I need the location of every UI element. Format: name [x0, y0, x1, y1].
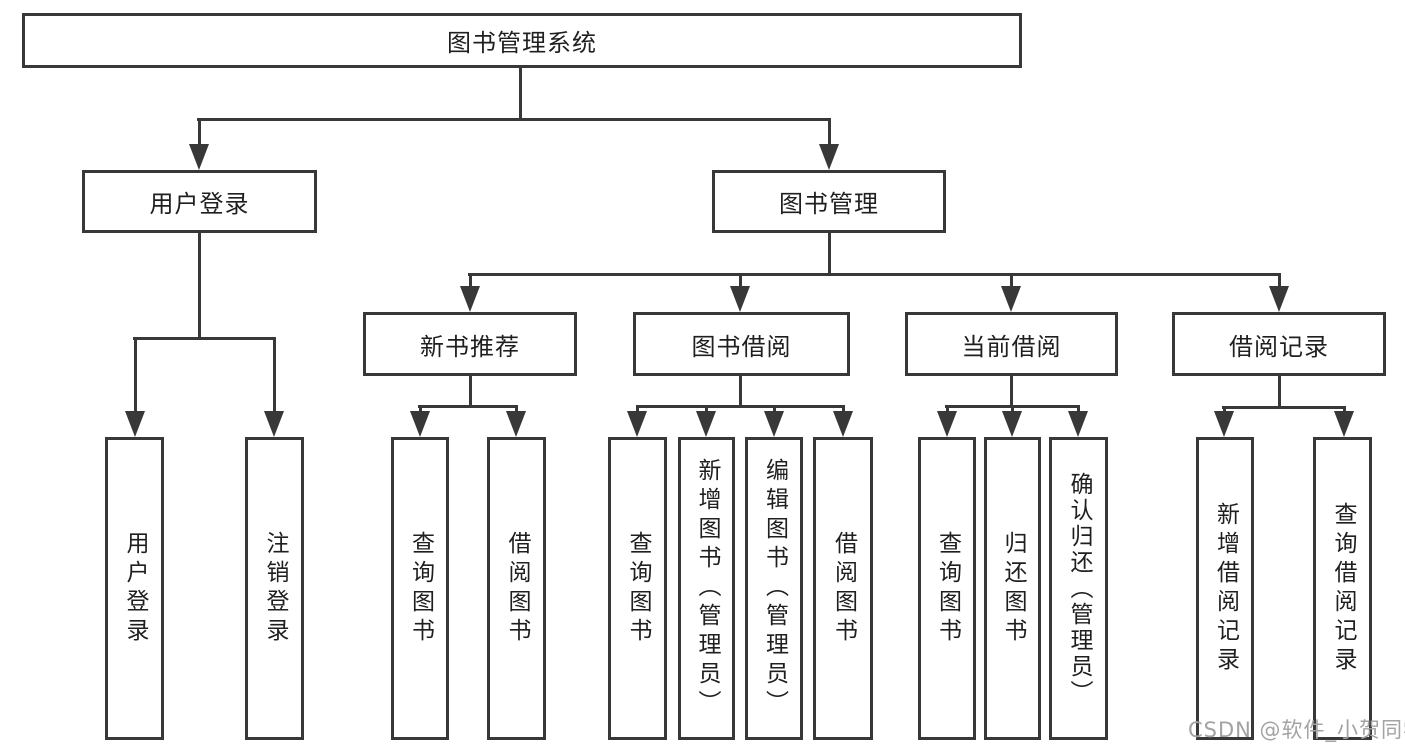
connector-arrow-stem — [946, 405, 949, 413]
connector-arrow-stem — [1077, 405, 1080, 413]
leaf-query-books-current: 查询图书 — [918, 437, 976, 740]
arrow-down-icon — [1269, 286, 1289, 312]
node-book-management: 图书管理 — [712, 170, 946, 233]
node-root-library-system: 图书管理系统 — [22, 13, 1022, 68]
connector-arrow-stem — [828, 118, 831, 146]
connector-hbar — [636, 405, 845, 408]
leaf-add-borrow-record: 新增借阅记录 — [1196, 437, 1254, 740]
leaf-confirm-return-admin: 确认归还（管理员） — [1049, 437, 1108, 740]
connector-arrow-stem — [419, 405, 422, 413]
node-borrowing-records: 借阅记录 — [1172, 312, 1386, 376]
csdn-watermark: CSDN @软件_小贺同学 — [1188, 718, 1405, 742]
connector-arrow-stem — [739, 273, 742, 288]
arrow-down-icon — [627, 411, 647, 437]
connector-arrow-stem — [198, 118, 201, 146]
connector-stem — [1278, 376, 1281, 409]
connector-book-mgmt-stem — [828, 233, 831, 276]
arrow-down-icon — [125, 411, 145, 437]
arrow-down-icon — [1068, 411, 1088, 437]
arrow-down-icon — [833, 411, 853, 437]
node-user-login: 用户登录 — [82, 170, 317, 233]
connector-user-login-hbar — [133, 337, 276, 340]
node-new-book-recommend: 新书推荐 — [363, 312, 577, 376]
connector-stem — [1010, 376, 1013, 408]
connector-arrow-stem — [1278, 273, 1281, 288]
connector-arrow-stem — [705, 405, 708, 413]
leaf-borrow-books-recommend: 借阅图书 — [487, 437, 546, 740]
connector-stem — [739, 376, 742, 408]
arrow-down-icon — [1001, 286, 1021, 312]
leaf-query-books-recommend: 查询图书 — [391, 437, 449, 740]
arrow-down-icon — [937, 411, 957, 437]
connector-root-stem — [519, 68, 522, 121]
arrow-down-icon — [1214, 411, 1234, 437]
arrow-down-icon — [696, 411, 716, 437]
connector-arrow-stem — [273, 337, 276, 413]
leaf-query-borrow-record: 查询借阅记录 — [1313, 437, 1372, 740]
connector-stem — [469, 376, 472, 408]
connector-arrow-stem — [515, 405, 518, 413]
node-book-borrowing: 图书借阅 — [633, 312, 850, 376]
arrow-down-icon — [1002, 411, 1022, 437]
arrow-down-icon — [1334, 411, 1354, 437]
connector-hbar — [1222, 406, 1346, 409]
connector-level2-hbar — [468, 273, 1281, 276]
connector-arrow-stem — [1223, 406, 1226, 413]
arrow-down-icon — [189, 144, 209, 170]
arrow-down-icon — [264, 411, 284, 437]
connector-hbar — [418, 405, 518, 408]
connector-arrow-stem — [1011, 405, 1014, 413]
arrow-down-icon — [460, 286, 480, 312]
connector-arrow-stem — [636, 405, 639, 413]
leaf-return-books: 归还图书 — [984, 437, 1041, 740]
leaf-logout: 注销登录 — [245, 437, 304, 740]
connector-arrow-stem — [134, 337, 137, 413]
leaf-edit-books-admin: 编辑图书（管理员） — [745, 437, 803, 740]
connector-arrow-stem — [773, 405, 776, 413]
connector-level1-hbar — [197, 118, 831, 121]
node-current-borrowing: 当前借阅 — [905, 312, 1118, 376]
connector-arrow-stem — [1343, 406, 1346, 413]
leaf-query-books-borrowing: 查询图书 — [608, 437, 667, 740]
leaf-borrow-books-borrowing: 借阅图书 — [813, 437, 873, 740]
leaf-user-login: 用户登录 — [105, 437, 164, 740]
arrow-down-icon — [764, 411, 784, 437]
connector-arrow-stem — [842, 405, 845, 413]
arrow-down-icon — [730, 286, 750, 312]
leaf-add-books-admin: 新增图书（管理员） — [678, 437, 735, 740]
arrow-down-icon — [506, 411, 526, 437]
connector-arrow-stem — [1010, 273, 1013, 288]
connector-user-login-stem — [198, 233, 201, 340]
arrow-down-icon — [410, 411, 430, 437]
arrow-down-icon — [819, 144, 839, 170]
connector-arrow-stem — [469, 273, 472, 288]
